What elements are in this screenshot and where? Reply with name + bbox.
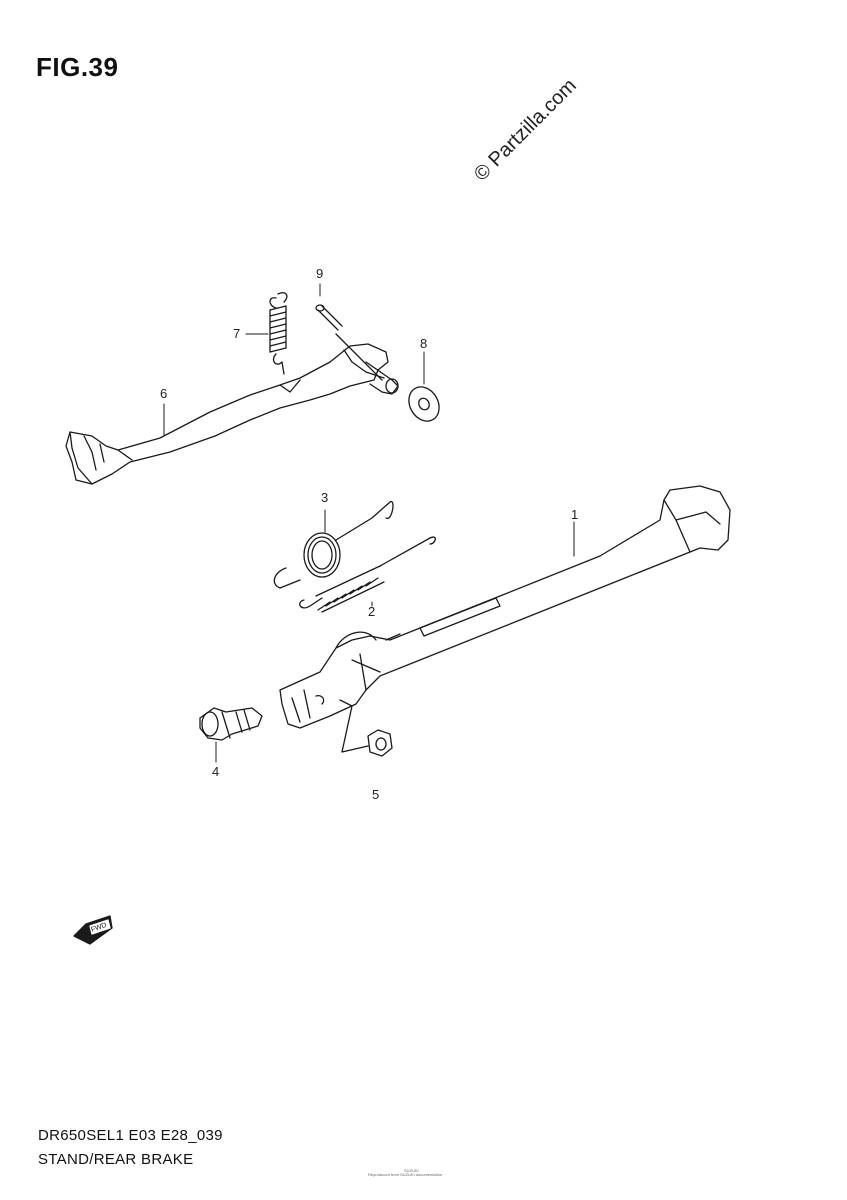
figure-title: FIG.39 [36,52,119,82]
callout-4[interactable]: 4 [212,764,220,779]
stand-bolt-part[interactable] [199,707,263,741]
small-spring-part[interactable] [299,536,436,613]
callout-3[interactable]: 3 [321,490,329,505]
callout-8[interactable]: 8 [420,336,428,351]
callout-6[interactable]: 6 [160,386,168,401]
footer-small-text: Reproduced from SUZUKI documentation [368,1172,443,1177]
side-stand-part[interactable] [279,485,731,729]
callout-2[interactable]: 2 [368,604,376,619]
large-spring-part[interactable] [273,501,394,589]
brake-pedal-part[interactable] [65,343,399,485]
callout-5[interactable]: 5 [372,787,380,802]
pedal-spring-part[interactable] [269,292,288,375]
callout-7[interactable]: 7 [233,326,241,341]
callout-1[interactable]: 1 [571,507,579,522]
cotter-pin-part[interactable] [315,304,383,381]
figure-code: DR650SEL1 E03 E28_039 [38,1127,223,1144]
callout-leaders [163,283,575,763]
figure-name: STAND/REAR BRAKE [38,1151,194,1168]
washer-part[interactable] [403,381,445,426]
forward-arrow-icon: FWD [73,915,113,945]
footer-tiny-text: SUZUKI [404,1168,419,1173]
callout-9[interactable]: 9 [316,266,324,281]
stand-nut-part[interactable] [339,699,393,757]
